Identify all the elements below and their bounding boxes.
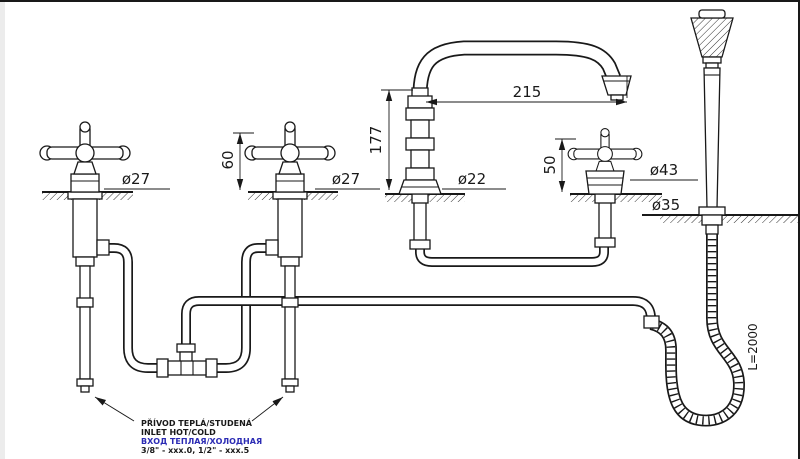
hot-water-valve	[39, 121, 131, 393]
dim-cold-valve-dia: ø27	[332, 170, 360, 188]
dim-diverter-height: 50	[541, 155, 559, 174]
dim-hose-length: L=2000	[746, 323, 760, 370]
cross-handle-icon	[244, 121, 336, 175]
shower-hose	[643, 233, 746, 427]
dim-shower-holder-dia: ø35	[652, 196, 680, 214]
cross-handle-icon	[567, 128, 643, 172]
note-line-ru: ВХОД ТЕПЛАЯ/ХОЛОДНАЯ	[141, 437, 262, 446]
shower-handle	[703, 67, 721, 209]
shower-holder	[698, 206, 726, 216]
diverter-valve	[567, 128, 643, 248]
spout	[398, 40, 632, 250]
hand-shower	[690, 9, 734, 235]
supply-piping	[97, 242, 656, 373]
cold-inlet-arrow	[251, 396, 284, 422]
aerator	[610, 94, 624, 101]
dim-spout-dia: ø22	[458, 170, 486, 188]
dim-spout-height: 177	[367, 126, 385, 155]
supply-tee	[156, 343, 218, 378]
dim-spout-reach: 215	[513, 83, 542, 101]
dim-hot-valve-dia: ø27	[122, 170, 150, 188]
note-line-sizes: 3/8" - xxx.0, 1/2" - xxx.5	[141, 446, 250, 455]
dim-handle-height: 60	[219, 150, 237, 169]
note-line-en: INLET HOT/COLD	[141, 428, 216, 437]
cross-handle-icon	[39, 121, 131, 175]
inlet-notes: PŘÍVOD TEPLÁ/STUDENÁ INLET HOT/COLD ВХОД…	[94, 396, 284, 455]
dim-diverter-dia: ø43	[650, 161, 678, 179]
dimensions: 177 215 60 50 ø27 ø27 ø22 ø43 ø35 L=2000	[104, 76, 760, 371]
hose-coupling	[643, 315, 660, 329]
hot-inlet-arrow	[94, 396, 135, 422]
cold-water-valve	[244, 121, 336, 393]
note-line-cz: PŘÍVOD TEPLÁ/STUDENÁ	[141, 417, 253, 428]
page-left-edge	[0, 2, 5, 459]
